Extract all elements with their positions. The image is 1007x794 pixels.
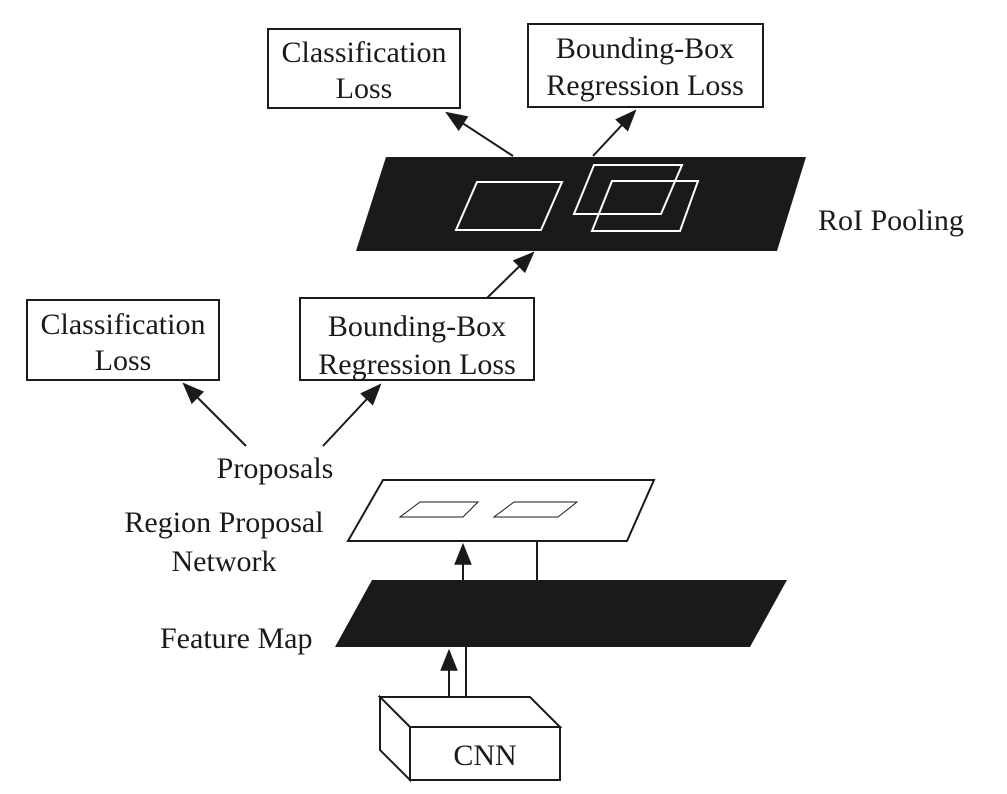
rpn-label-line1: Region Proposal <box>124 506 323 539</box>
feature-map-label: Feature Map <box>160 622 312 655</box>
rpn-anchor-box-1 <box>398 501 480 518</box>
proposals-label: Proposals <box>217 452 334 485</box>
feature-map-layer <box>335 580 787 647</box>
rpn-classification-loss-line1: Classification <box>41 308 206 341</box>
arrow-roi-to-top-bbox <box>592 109 637 157</box>
top-classification-loss-line2: Loss <box>336 72 393 105</box>
top-bbox-regression-loss-line1: Bounding-Box <box>556 32 734 65</box>
roi-box-1 <box>454 181 564 231</box>
top-bbox-regression-loss-line2: Regression Loss <box>546 69 744 102</box>
arrow-proposals-to-rpn-classification <box>182 382 247 447</box>
rpn-bbox-regression-loss-box: Bounding-Box Regression Loss <box>299 297 535 381</box>
roi-box-3 <box>590 180 700 232</box>
rpn-classification-loss-box: Classification Loss <box>26 299 220 381</box>
roi-pooling-layer <box>356 157 806 251</box>
arrow-roi-to-top-classification <box>445 111 514 157</box>
top-bbox-regression-loss-box: Bounding-Box Regression Loss <box>527 23 764 108</box>
cnn-label: CNN <box>453 739 516 772</box>
top-classification-loss-box: Classification Loss <box>267 28 461 109</box>
roi-pooling-label: RoI Pooling <box>818 204 964 237</box>
top-classification-loss-line1: Classification <box>282 36 447 69</box>
rpn-label-line2: Network <box>172 545 277 578</box>
cnn-block: CNN <box>377 694 563 783</box>
rpn-bbox-regression-loss-line1: Bounding-Box <box>328 310 506 343</box>
roi-box-2 <box>572 164 684 215</box>
rpn-classification-loss-line2: Loss <box>95 344 152 377</box>
arrow-rpn-bbox-to-roi <box>486 251 535 299</box>
region-proposal-network-layer <box>346 479 656 542</box>
rpn-anchor-box-2 <box>492 501 579 518</box>
arrow-proposals-to-rpn-bbox <box>322 383 382 447</box>
rpn-bbox-regression-loss-line2: Regression Loss <box>318 348 516 381</box>
